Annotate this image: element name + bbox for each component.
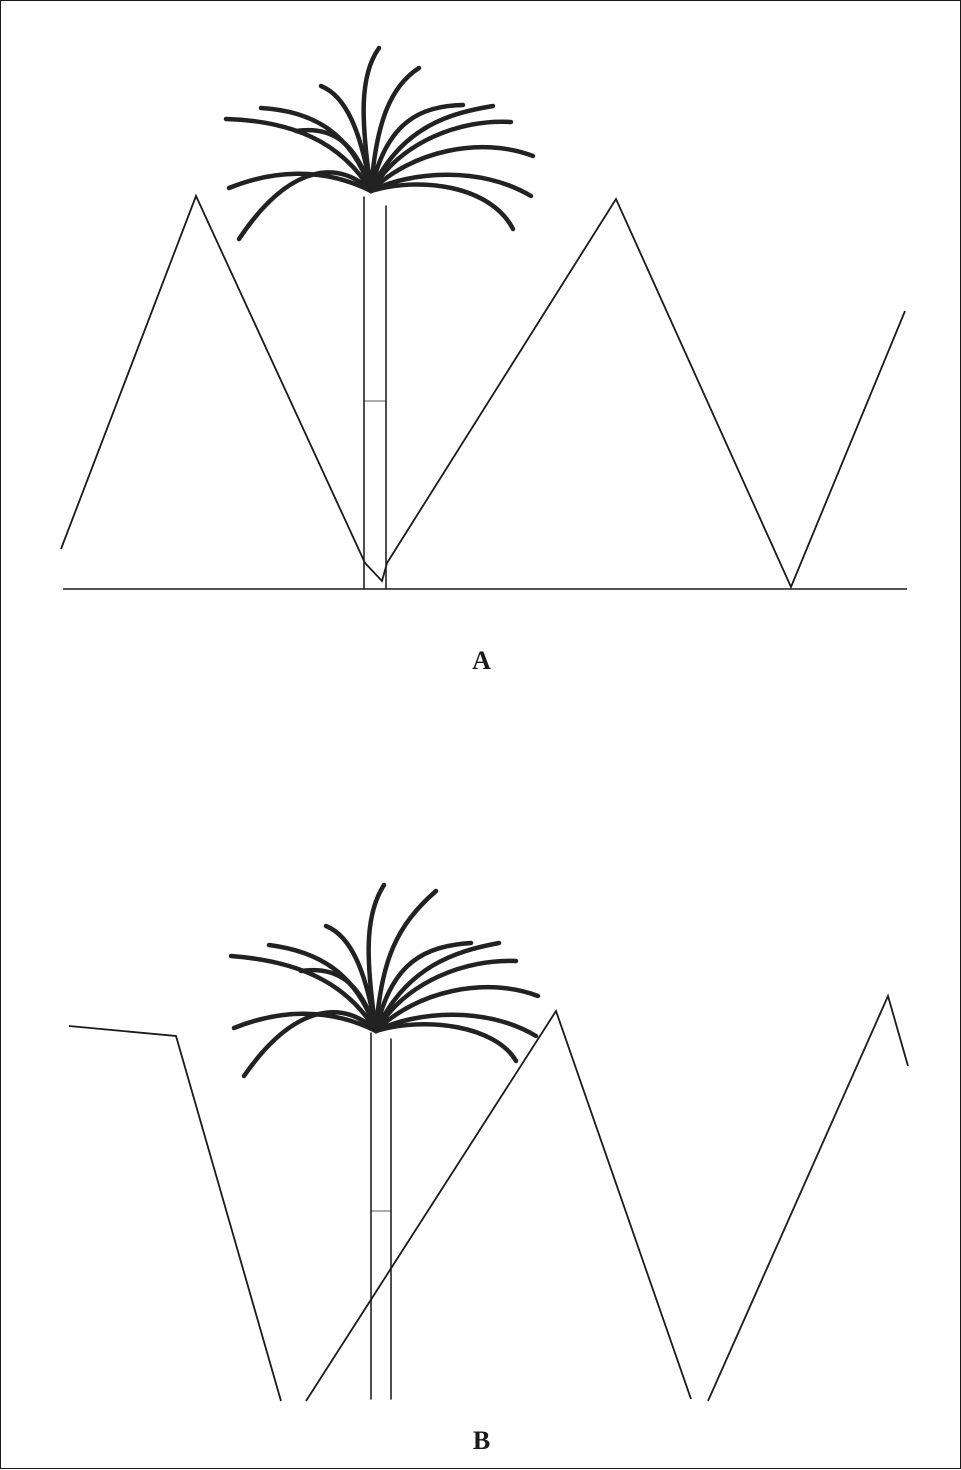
panel-b-drawing xyxy=(1,761,961,1470)
palm-fronds xyxy=(226,48,533,239)
panel-label-b: B xyxy=(1,1426,961,1456)
zigzag-line-2 xyxy=(306,1011,691,1401)
palm-tree xyxy=(231,885,538,1399)
palm-fronds xyxy=(231,885,538,1076)
palm-tree xyxy=(226,48,533,589)
zigzag-line xyxy=(69,1026,281,1401)
panel-b: B xyxy=(1,761,961,1470)
panel-a: A xyxy=(1,1,961,701)
panel-label-a: A xyxy=(1,646,961,676)
palm-trunk xyxy=(364,197,386,589)
zigzag-line xyxy=(61,196,905,587)
zigzag-line-3 xyxy=(708,996,908,1401)
palm-trunk xyxy=(371,1033,391,1399)
panel-a-drawing xyxy=(1,1,961,701)
